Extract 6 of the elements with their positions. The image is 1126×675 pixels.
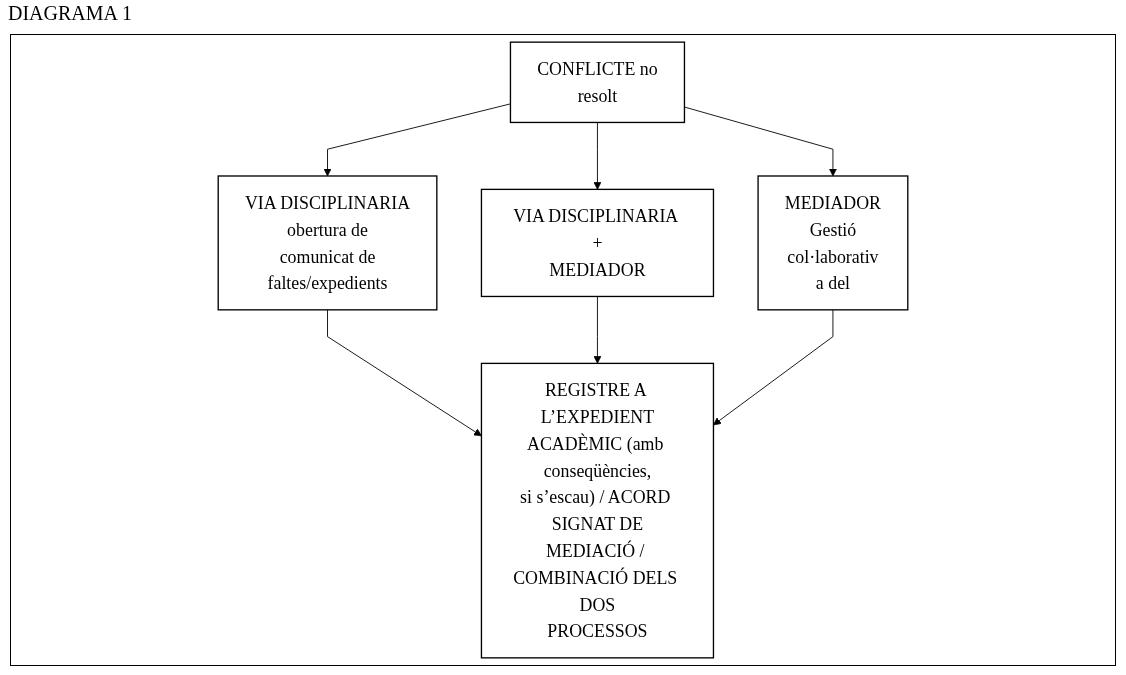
node-box: CONFLICTE no resolt <box>509 41 686 124</box>
diagram-title: DIAGRAMA 1 <box>8 2 132 25</box>
node-box: REGISTRE A L’EXPEDIENT ACADÈMIC (amb conseqüències, si s’escau) / ACORD SIGNAT DE MEDIACIÓ / COMBINACIÓ DELS DOS PROCESSOS <box>480 362 715 659</box>
node-box: VIA DISCIPLINARIA + MEDIADOR <box>480 188 715 298</box>
node-box: MEDIADOR Gestió col·laborativ a del <box>757 175 909 311</box>
node-box: VIA DISCIPLINARIA obertura de comunicat de faltes/expedients <box>217 175 438 311</box>
